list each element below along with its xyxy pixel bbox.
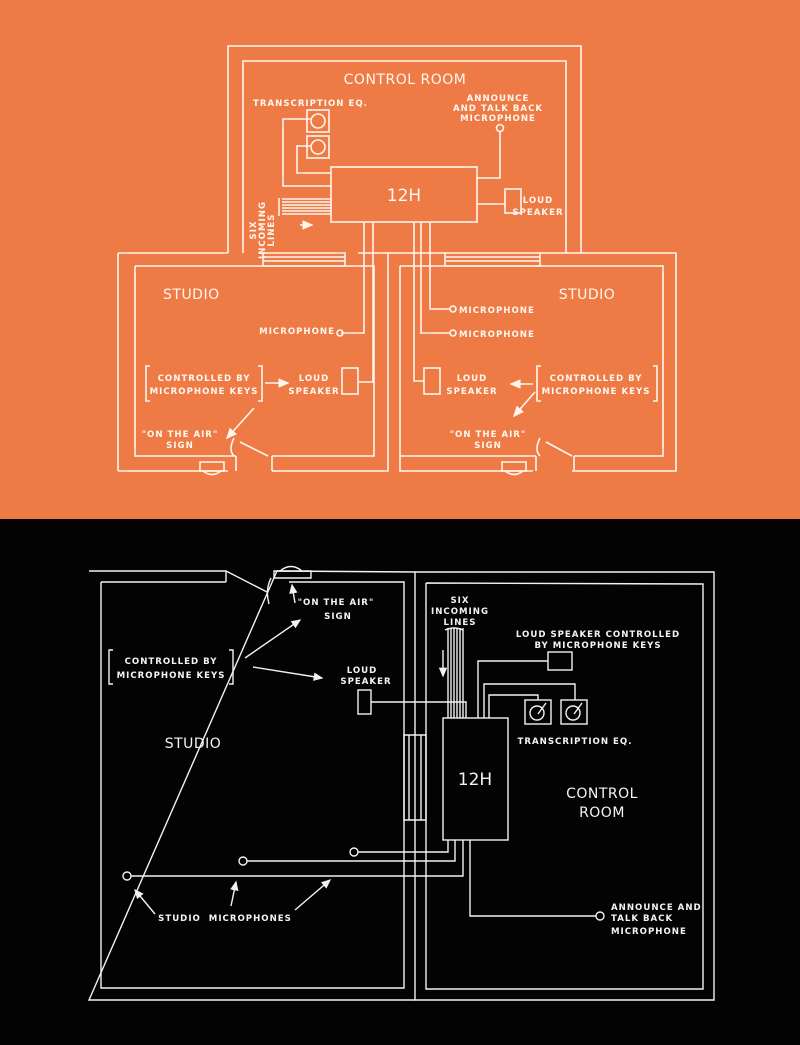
control-room-wall-inner: [242, 60, 567, 253]
right-speaker-1: LOUD: [457, 374, 488, 384]
left-studio-speaker: [341, 367, 359, 395]
right-studio-wall-outer: [388, 252, 677, 472]
right-sign-1: "ON THE AIR": [450, 430, 527, 440]
incoming-label-3: LINES: [267, 214, 277, 247]
right-door: [535, 437, 575, 471]
black-floor-plan-panel: [0, 519, 800, 1045]
turntable-1: [306, 109, 330, 133]
right-controlled-1: CONTROLLED BY: [550, 374, 643, 384]
transcription-label: TRANSCRIPTION EQ.: [253, 99, 368, 109]
speaker-label-2: SPEAKER: [512, 208, 563, 218]
left-studio-title: STUDIO: [163, 287, 220, 303]
left-studio-mic-label: MICROPHONE: [259, 327, 335, 337]
right-window: [444, 252, 541, 267]
turntable-2: [306, 135, 330, 159]
right-studio-mic-label-2: MICROPHONE: [459, 330, 535, 340]
top-floor-plan: CONTROL ROOM TRANSCRIPTION EQ. ANNOUNCE …: [117, 45, 677, 476]
left-on-air-sign: [199, 461, 225, 476]
left-studio-wall-inner: [134, 265, 375, 457]
left-sign-1: "ON THE AIR": [142, 430, 219, 440]
incoming-label-1: SIX: [249, 220, 259, 239]
right-speaker-2: SPEAKER: [446, 387, 497, 397]
control-room-speaker: [504, 188, 522, 214]
left-speaker-2: SPEAKER: [288, 387, 339, 397]
announce-label-1: ANNOUNCE: [467, 94, 530, 104]
right-studio-title: STUDIO: [559, 287, 616, 303]
right-controlled-2: MICROPHONE KEYS: [542, 387, 651, 397]
12h-label: 12H: [387, 186, 421, 206]
announce-label-2: AND TALK BACK: [453, 104, 543, 114]
left-sign-2: SIGN: [166, 441, 194, 451]
control-room-label: CONTROL ROOM: [344, 72, 467, 88]
left-controlled-1: CONTROLLED BY: [158, 374, 251, 384]
right-studio-mic-label-1: MICROPHONE: [459, 306, 535, 316]
left-window: [262, 252, 346, 267]
right-studio-wall-inner: [400, 265, 664, 457]
right-on-air-sign: [501, 461, 527, 476]
12h-amplifier-box: [330, 166, 478, 223]
left-speaker-1: LOUD: [299, 374, 330, 384]
left-controlled-2: MICROPHONE KEYS: [150, 387, 259, 397]
control-room-wall-outer: [227, 45, 582, 253]
incoming-label-2: INCOMING: [258, 201, 268, 259]
left-door: [230, 437, 273, 471]
right-sign-2: SIGN: [474, 441, 502, 451]
right-studio-speaker: [423, 367, 441, 395]
speaker-label-1: LOUD: [523, 196, 554, 206]
announce-label-3: MICROPHONE: [460, 114, 536, 124]
